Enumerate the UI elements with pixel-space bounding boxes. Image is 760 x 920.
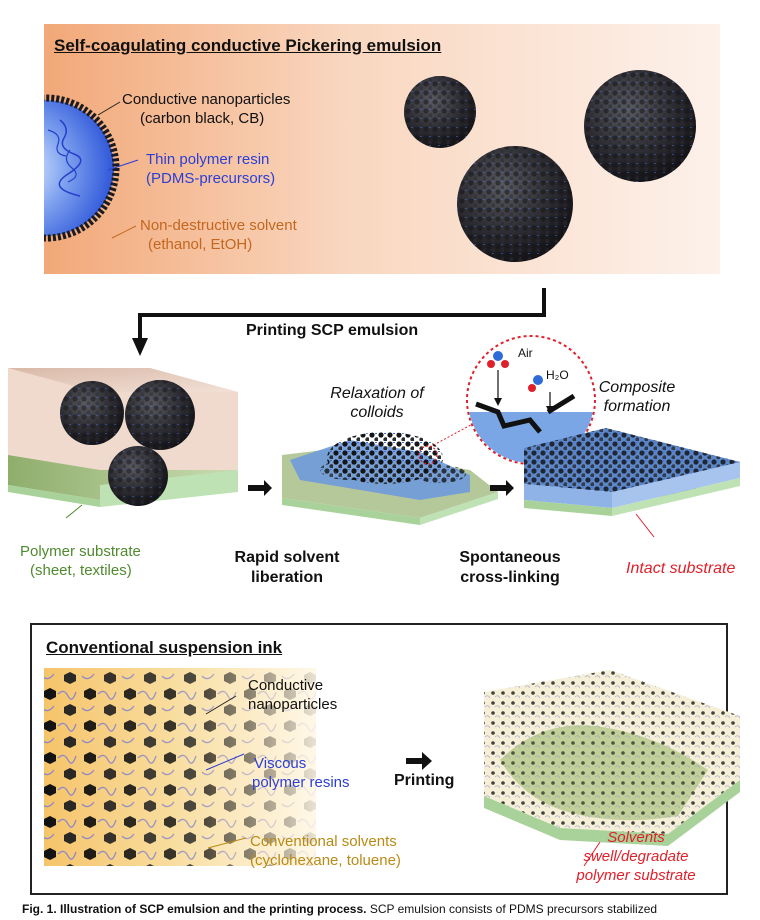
relaxation-line2: colloids — [350, 404, 404, 421]
step-arrow-1 — [248, 480, 272, 496]
emulsion-droplet-closeup — [44, 94, 139, 242]
intact-substrate-label: Intact substrate — [626, 560, 736, 577]
conv-particles-line2: nanoparticles — [248, 696, 338, 713]
conventional-graphics — [44, 668, 740, 867]
printing-scp-label: Printing SCP emulsion — [246, 322, 419, 339]
step1-line2: liberation — [250, 569, 323, 586]
step-arrow-2 — [490, 480, 514, 496]
conv-solvent-label: Conventional solvents (cyclohexane, tolu… — [250, 832, 401, 870]
swell-degrade-label: Solvents swell/degradate polymer substra… — [556, 828, 716, 885]
figure-caption: Fig. 1. Illustration of SCP emulsion and… — [0, 902, 760, 916]
viscous-resin-line2: polymer resins — [252, 774, 350, 791]
relaxation-substrate — [282, 432, 498, 525]
relaxation-line1: Relaxation of — [330, 385, 424, 402]
cb-particles-line2: (carbon black, CB) — [140, 110, 265, 127]
step1-line1: Rapid solvent — [234, 549, 340, 566]
resin-line2: (PDMS-precursors) — [146, 170, 276, 187]
viscous-resin-line1: Viscous — [254, 755, 307, 772]
composite-label: Composite formation — [582, 378, 692, 416]
substrate-line1: Polymer substrate — [20, 543, 141, 560]
composite-line2: formation — [603, 398, 671, 415]
cb-particles-line1: Conductive nanoparticles — [122, 91, 291, 108]
printed-emulsion-block — [8, 368, 238, 519]
printing-label: Printing — [394, 772, 455, 789]
substrate-line2: (sheet, textiles) — [30, 562, 132, 579]
conv-solvent-line1: Conventional solvents — [250, 833, 397, 850]
swollen-substrate — [484, 670, 740, 867]
cb-sphere-small — [404, 76, 476, 148]
caption-bold: Fig. 1. Illustration of SCP emulsion and… — [22, 902, 367, 916]
conv-particles-line1: Conductive — [248, 677, 324, 694]
solvent-label: Non-destructive solvent (ethanol, EtOH) — [140, 216, 297, 254]
diagram-graphics — [8, 70, 740, 538]
resin-label: Thin polymer resin (PDMS-precursors) — [146, 150, 275, 188]
step2-line2: cross-linking — [460, 569, 560, 586]
cb-sphere-right — [584, 70, 696, 182]
resin-line1: Thin polymer resin — [146, 151, 270, 168]
swell-line3: polymer substrate — [576, 867, 696, 884]
viscous-resin-label: Viscous polymer resins — [252, 754, 350, 792]
substrate-label: Polymer substrate (sheet, textiles) — [20, 542, 141, 580]
cb-particles-label: Conductive nanoparticles (carbon black, … — [122, 90, 290, 128]
swell-line2: swell/degradate — [583, 848, 689, 865]
solvent-line2: (ethanol, EtOH) — [148, 236, 253, 253]
conventional-panel-title: Conventional suspension ink — [46, 638, 283, 657]
spontaneous-crosslinking-label: Spontaneous cross-linking — [440, 548, 580, 588]
conv-solvent-line2: (cyclohexane, toluene) — [250, 852, 401, 869]
water-label: H₂O — [546, 368, 569, 382]
printing-flow-arrow — [132, 288, 546, 356]
relaxation-label: Relaxation of colloids — [322, 384, 432, 422]
composite-line1: Composite — [598, 379, 676, 396]
rapid-solvent-label: Rapid solvent liberation — [212, 548, 362, 588]
air-label: Air — [518, 346, 533, 360]
swell-line1: Solvents — [607, 829, 665, 846]
conv-particles-label: Conductive nanoparticles — [248, 676, 337, 714]
composite-film — [524, 428, 740, 538]
step2-line1: Spontaneous — [459, 549, 561, 566]
printing-arrow — [406, 752, 432, 770]
solvent-line1: Non-destructive solvent — [140, 217, 297, 234]
cb-sphere-large — [457, 146, 573, 262]
caption-rest: SCP emulsion consists of PDMS precursors… — [366, 902, 658, 916]
scp-panel-title: Self-coagulating conductive Pickering em… — [54, 36, 442, 55]
